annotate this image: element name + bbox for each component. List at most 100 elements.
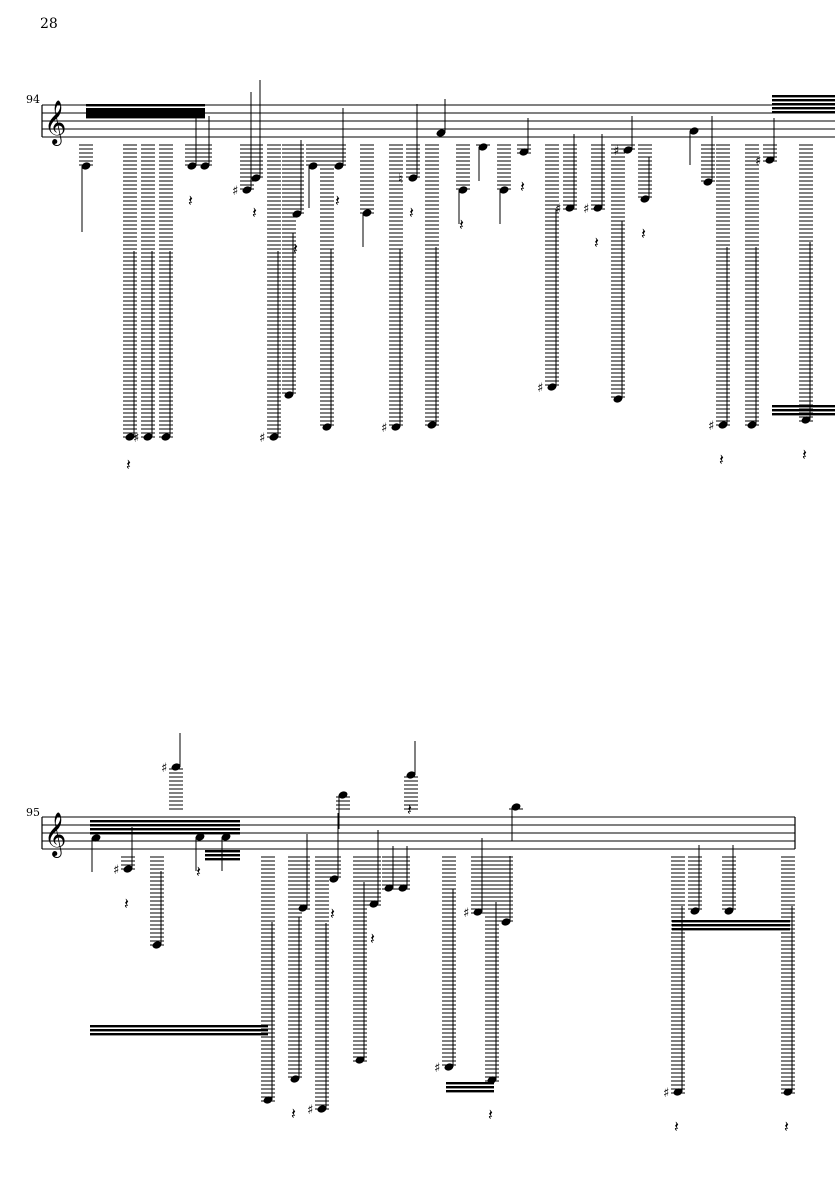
- notehead: [187, 162, 197, 170]
- quarter-rest-icon: 𝄽: [293, 239, 298, 258]
- sharp-icon: ♯: [755, 154, 761, 169]
- sharp-icon: ♯: [381, 421, 387, 436]
- quarter-rest-icon: 𝄽: [188, 191, 193, 210]
- quarter-rest-icon: 𝄽: [488, 1105, 493, 1124]
- beam: [90, 824, 240, 827]
- note: 𝄽: [195, 833, 205, 881]
- notehead: [593, 204, 603, 212]
- notehead: [269, 433, 279, 441]
- notehead: [478, 143, 488, 151]
- note: 𝄽: [404, 741, 418, 819]
- note: ♯: [259, 144, 281, 446]
- note: [91, 834, 101, 872]
- notehead: [152, 941, 162, 949]
- notehead: [408, 174, 418, 182]
- notehead: [406, 771, 416, 779]
- notehead: [81, 162, 91, 170]
- beam: [90, 832, 240, 835]
- notehead: [263, 1096, 273, 1104]
- notehead: [242, 186, 252, 194]
- note: ♮𝄽: [398, 104, 420, 222]
- notehead: [308, 162, 318, 170]
- note: [198, 116, 212, 170]
- note: 𝄽: [290, 140, 304, 258]
- quarter-rest-icon: 𝄽: [196, 862, 201, 881]
- notehead: [317, 1105, 327, 1113]
- notehead: [765, 156, 775, 164]
- notehead: [690, 907, 700, 915]
- quarter-rest-icon: 𝄽: [124, 894, 129, 913]
- sharp-icon: ♯: [133, 431, 139, 446]
- note: 𝄽: [249, 80, 263, 222]
- quarter-rest-icon: 𝄽: [802, 445, 807, 464]
- notehead: [329, 875, 339, 883]
- notehead: [338, 791, 348, 799]
- measure-number-95: 95: [26, 806, 40, 819]
- sharp-icon: ♯: [663, 1086, 669, 1101]
- note: [509, 803, 523, 841]
- quarter-rest-icon: 𝄽: [291, 1104, 296, 1123]
- sharp-icon: ♯: [708, 419, 714, 434]
- note: 𝄽: [332, 108, 346, 210]
- beam: [86, 108, 205, 111]
- sharp-icon: ♯: [613, 144, 619, 159]
- quarter-rest-icon: 𝄽: [674, 1117, 679, 1136]
- beam: [86, 110, 205, 113]
- measure-number-94: 94: [26, 93, 40, 106]
- beam: [90, 820, 240, 823]
- notehead: [724, 907, 734, 915]
- beam: [90, 1033, 268, 1036]
- system-95: 𝄞♯𝄽♯𝄽𝄽♯𝄽𝄽𝄽♯♯𝄽♯𝄽𝄽: [41, 733, 796, 1136]
- note: 𝄽: [288, 856, 302, 1123]
- note: 𝄽: [781, 856, 795, 1136]
- quarter-rest-icon: 𝄽: [409, 203, 414, 222]
- treble-clef-icon: 𝄞: [44, 812, 66, 858]
- notehead: [718, 421, 728, 429]
- note: [336, 791, 350, 829]
- notehead: [444, 1063, 454, 1071]
- note: [353, 856, 367, 1064]
- notehead: [613, 395, 623, 403]
- notehead: [391, 423, 401, 431]
- notehead: [499, 186, 509, 194]
- beam: [86, 112, 205, 115]
- note: [476, 143, 490, 181]
- sharp-icon: ♯: [463, 906, 469, 921]
- note: 𝄽: [456, 144, 470, 234]
- notehead: [703, 178, 713, 186]
- note: [159, 144, 173, 441]
- notehead: [473, 908, 483, 916]
- notehead: [355, 1056, 365, 1064]
- notehead: [251, 174, 261, 182]
- natural-icon: ♮: [398, 172, 403, 187]
- system-94: 𝄞𝄽♯𝄽♯𝄽♯𝄽𝄽♯♮𝄽𝄽𝄽♯♯♯𝄽♯𝄽♯𝄽♯𝄽: [41, 80, 835, 474]
- beam: [772, 405, 835, 408]
- note: ♯: [161, 733, 183, 810]
- notehead: [801, 416, 811, 424]
- note: ♯𝄽: [663, 856, 685, 1136]
- note: ♯𝄽: [708, 144, 730, 469]
- notehead: [427, 421, 437, 429]
- note: ♯: [232, 92, 254, 199]
- notehead: [384, 884, 394, 892]
- notehead: [362, 209, 372, 217]
- beam: [772, 99, 835, 102]
- sharp-icon: ♯: [434, 1061, 440, 1076]
- note: ♯: [133, 144, 155, 446]
- notehead: [161, 433, 171, 441]
- note: [396, 846, 410, 892]
- notehead: [292, 210, 302, 218]
- notehead: [91, 834, 101, 842]
- note: 𝄽: [327, 813, 341, 923]
- notehead: [501, 918, 511, 926]
- note: 𝄽: [123, 144, 137, 474]
- note: [306, 144, 320, 208]
- note: [282, 144, 296, 399]
- note: ♯𝄽: [113, 827, 135, 913]
- note: [611, 144, 625, 403]
- beam: [772, 111, 835, 114]
- notehead: [398, 884, 408, 892]
- note: [745, 144, 759, 429]
- quarter-rest-icon: 𝄽: [594, 233, 599, 252]
- notehead: [511, 803, 521, 811]
